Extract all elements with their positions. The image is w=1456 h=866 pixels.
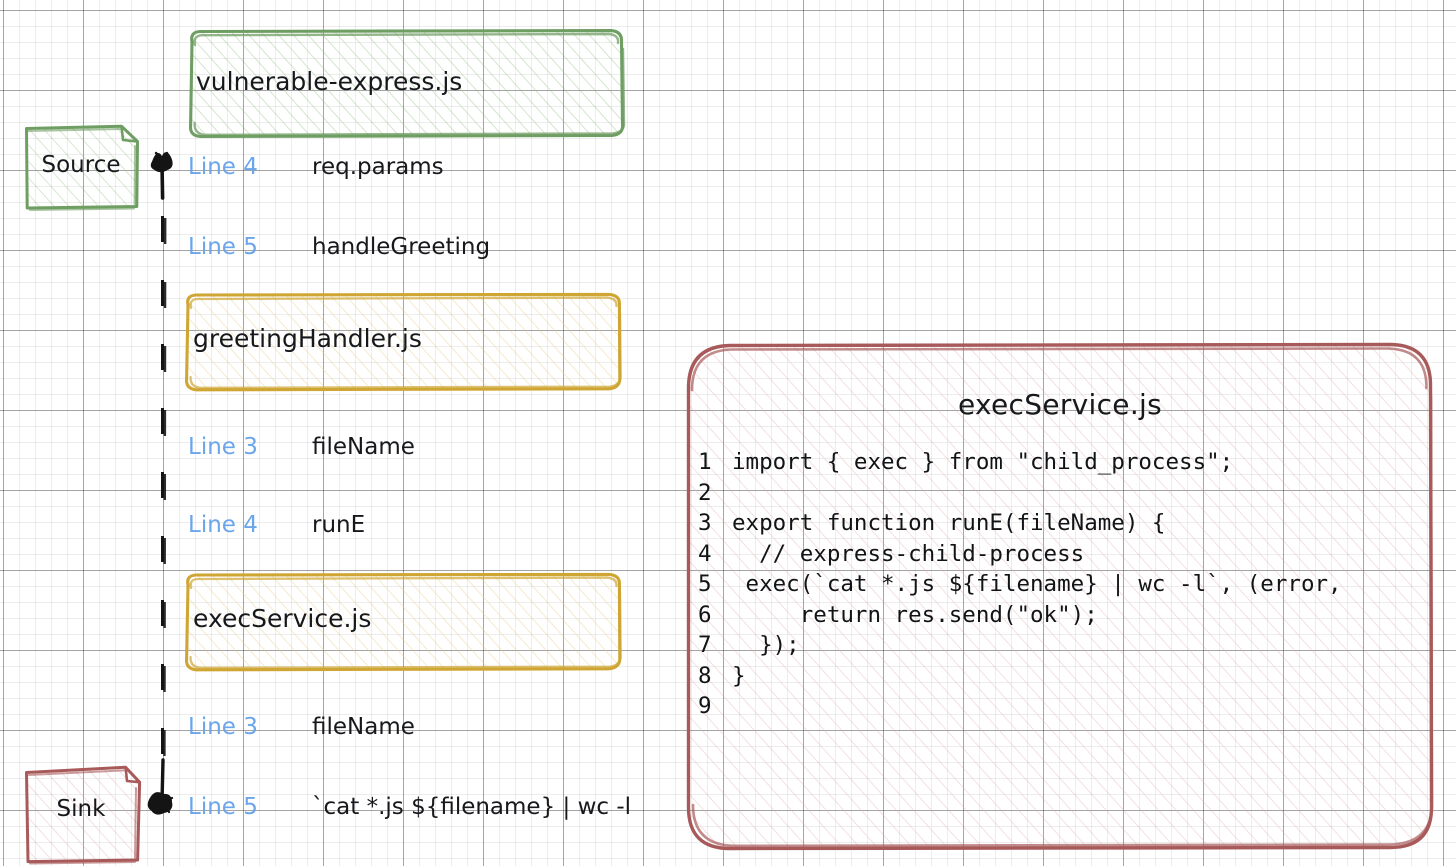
code-line-number: 3 — [698, 510, 712, 536]
code-line-text — [732, 478, 1430, 509]
code-line: 5 exec(`cat *.js ${filename} | wc -l`, (… — [698, 569, 1430, 600]
flow-row[interactable]: Line 3 fileName — [188, 712, 415, 742]
flow-symbol: `cat *.js ${filename} | wc -l — [312, 794, 632, 820]
file-box-title: greetingHandler.js — [193, 324, 422, 353]
flow-line-number: Line 3 — [188, 714, 258, 740]
flow-arrow-start — [150, 151, 173, 200]
flow-line-number: Line 4 — [188, 512, 258, 538]
sink-note[interactable]: Sink — [22, 762, 142, 865]
file-box-title: execService.js — [193, 604, 372, 633]
flow-dashed-trunk — [161, 216, 167, 792]
code-line-text: } — [732, 662, 746, 689]
file-box-greeting-handler[interactable]: greetingHandler.js — [179, 292, 622, 392]
file-box-vulnerable-express[interactable]: vulnerable-express.js — [182, 27, 626, 139]
code-line: 3 export function runE(fileName) { — [698, 508, 1430, 539]
file-box-title: vulnerable-express.js — [196, 67, 463, 96]
code-line-text: export function runE(fileName) { — [732, 510, 1166, 536]
flow-row[interactable]: Line 3 fileName — [188, 432, 415, 462]
flow-row[interactable]: Line 5 `cat *.js ${filename} | wc -l — [188, 792, 631, 822]
code-line-number: 1 — [698, 449, 712, 475]
flow-symbol: req.params — [312, 154, 444, 180]
flow-symbol: runE — [312, 512, 366, 538]
code-line-text: return res.send("ok"); — [732, 601, 1098, 628]
flow-symbol: handleGreeting — [312, 234, 491, 260]
flow-row[interactable]: Line 4 req.params — [188, 152, 444, 182]
code-line-number: 6 — [698, 601, 712, 628]
code-panel-title: execService.js — [957, 388, 1162, 421]
code-line: 4 // express-child-process — [698, 539, 1430, 570]
code-line: 9 — [698, 691, 1430, 722]
flow-arrow-end — [147, 758, 174, 815]
flow-line-number: Line 4 — [188, 154, 258, 180]
code-line-number: 7 — [698, 632, 712, 658]
code-line-number: 4 — [698, 540, 712, 567]
source-note[interactable]: Source — [22, 122, 140, 211]
code-line-number: 5 — [698, 571, 712, 597]
code-line-text: import { exec } from "child_process"; — [732, 449, 1234, 475]
flow-symbol: fileName — [312, 714, 415, 740]
code-line-text: // express-child-process — [732, 540, 1085, 567]
code-listing: 1 import { exec } from "child_process"; … — [698, 447, 1430, 722]
flow-row[interactable]: Line 5 handleGreeting — [188, 232, 490, 262]
file-box-exec-service[interactable]: execService.js — [179, 572, 622, 672]
code-line: 2 — [698, 478, 1430, 509]
source-note-label: Source — [41, 152, 121, 178]
flow-line-number: Line 5 — [188, 794, 258, 820]
sink-note-label: Sink — [56, 796, 106, 822]
code-line-text: exec(`cat *.js ${filename} | wc -l`, (er… — [732, 571, 1342, 597]
flow-symbol: fileName — [312, 434, 415, 460]
flow-line-number: Line 5 — [188, 234, 258, 260]
code-line-number: 9 — [698, 693, 712, 719]
flow-row[interactable]: Line 4 runE — [188, 510, 365, 540]
code-line: 1 import { exec } from "child_process"; — [698, 447, 1430, 478]
code-line-text: }); — [732, 632, 800, 658]
code-line-number: 2 — [698, 479, 712, 506]
code-line-text — [732, 691, 1430, 722]
code-line: 7 }); — [698, 630, 1430, 661]
code-line: 6 return res.send("ok"); — [698, 600, 1430, 631]
flow-line-number: Line 3 — [188, 434, 258, 460]
code-line: 8 } — [698, 661, 1430, 692]
code-line-number: 8 — [698, 662, 712, 689]
code-panel[interactable]: execService.js 1 import { exec } from "c… — [684, 342, 1436, 852]
